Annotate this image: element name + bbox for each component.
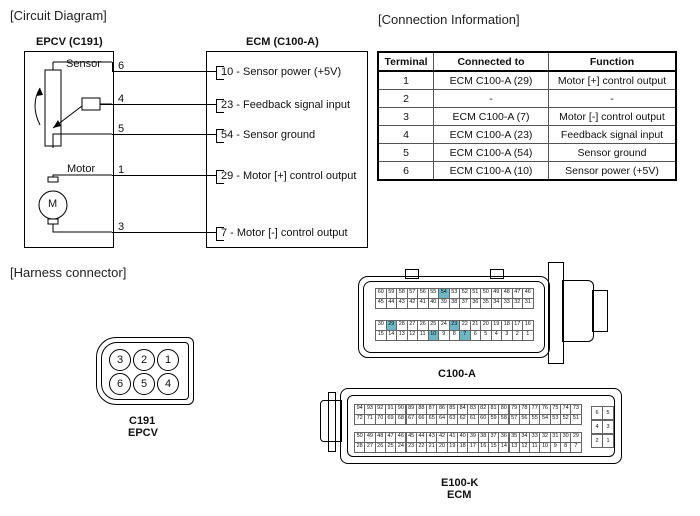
motor-symbol-label: M [48,198,58,210]
pin-label-1: 1 [118,164,125,176]
cell-terminal: 1 [377,70,434,90]
cell-connected-to: ECM C100-A (54) [433,143,549,162]
header-function: Function [548,51,677,72]
c191-name: C191 [129,415,156,427]
cell-connected-to: ECM C100-A (23) [433,125,549,144]
wire-4 [100,104,216,105]
connector-pin: 3 [602,420,614,434]
motor-label: Motor [67,163,96,175]
connector-pin: 31 [522,298,534,309]
c191-pin: 3 [109,349,131,371]
cell-terminal: 5 [377,143,434,162]
c191-pin: 6 [109,373,131,395]
sensor-label: Sensor [66,58,101,70]
ecm-pin-7: 7 - Motor [-] control output [221,227,348,239]
c100a-connector [358,276,550,358]
cell-function: Sensor ground [548,143,677,162]
cell-function: - [548,89,677,108]
connector-pin: 7 [570,442,582,453]
c191-pin: 1 [157,349,179,371]
e100k-connector [340,388,622,464]
cell-terminal: 3 [377,107,434,126]
connector-pin: 6 [591,406,603,420]
pin-label-4: 4 [118,93,125,105]
ecm-box [206,51,368,248]
cell-terminal: 6 [377,161,434,181]
e100k-name: E100-K [441,477,479,489]
cell-function: Sensor power (+5V) [548,161,677,181]
c191-pin: 2 [133,349,155,371]
cell-function: Feedback signal input [548,125,677,144]
wire-6 [112,71,216,72]
ecm-pin-10: 10 - Sensor power (+5V) [221,66,342,78]
cell-function: Motor [+] control output [548,70,677,90]
wire-5 [112,134,216,135]
cell-connected-to: ECM C100-A (7) [433,107,549,126]
table-header-row: Terminal Connected to Function [377,51,677,72]
cell-connected-to: ECM C100-A (29) [433,70,549,90]
epcv-box [24,51,114,248]
cell-terminal: 4 [377,125,434,144]
c191-pin: 5 [133,373,155,395]
wire-1 [112,175,216,176]
connection-info-heading: [Connection Information] [378,12,520,27]
circuit-diagram-heading: [Circuit Diagram] [10,8,107,23]
c191-pin: 4 [157,373,179,395]
pin-label-5: 5 [118,123,125,135]
ecm-title: ECM (C100-A) [246,36,319,48]
wire-3 [112,232,216,233]
feedback-box-icon [81,97,101,111]
cell-function: Motor [-] control output [548,107,677,126]
connector-pin: 1 [602,434,614,448]
cell-terminal: 2 [377,89,434,108]
c100a-name: C100-A [438,368,476,380]
c191-connector [96,337,194,405]
ecm-pin-29: 29 - Motor [+] control output [221,170,357,182]
table-row: 2-- [377,89,677,108]
connector-pin: 51 [570,414,582,425]
connector-pin: 1 [522,330,534,341]
connector-pin: 5 [602,406,614,420]
harness-connector-heading: [Harness connector] [10,265,127,280]
c191-sub: EPCV [128,427,158,439]
cell-connected-to: ECM C100-A (10) [433,161,549,181]
pin-label-3: 3 [118,221,125,233]
epcv-title: EPCV (C191) [36,36,103,48]
ecm-pin-54: 54 - Sensor ground [221,129,316,141]
circuit-symbols [34,61,112,233]
header-connected-to: Connected to [433,51,549,72]
header-terminal: Terminal [377,51,434,72]
ecm-pin-23: 23 - Feedback signal input [221,99,351,111]
e100k-sub: ECM [447,489,472,501]
cell-connected-to: - [433,89,549,108]
pin-label-6: 6 [118,60,125,72]
